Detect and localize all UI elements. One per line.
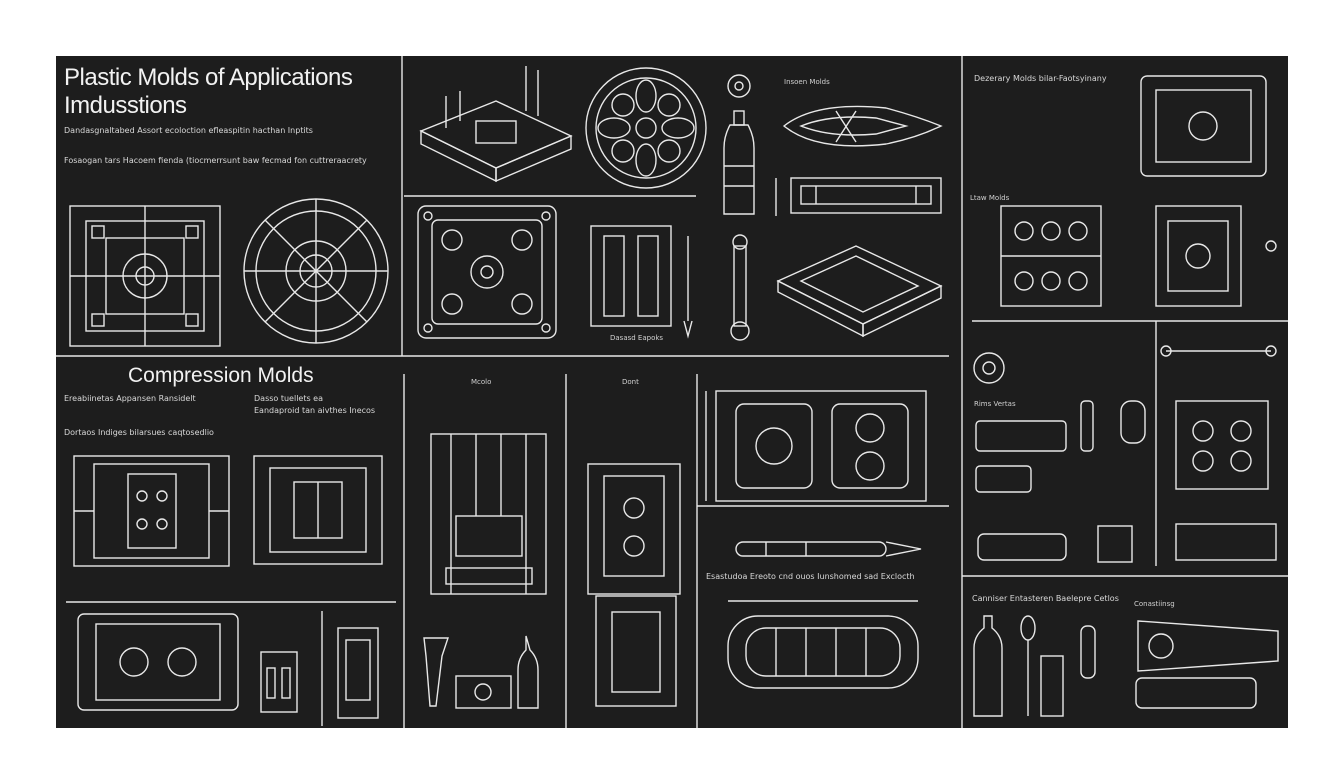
drawing-label: Dont xyxy=(622,378,639,386)
bottle-drawing xyxy=(723,74,755,215)
right-mold-top xyxy=(1140,75,1267,177)
drawing-label: Mcolo xyxy=(471,378,492,386)
note-text: Fosaogan tars Hacoem fienda (tiocmerrsun… xyxy=(64,156,367,165)
page-title: Plastic Molds of Applications Imdusstion… xyxy=(64,64,353,119)
note-text: Esastudoa Ereoto cnd ouos Iunshomed sad … xyxy=(706,572,915,581)
isometric-mold-block xyxy=(419,66,573,183)
drawing-label: Ltaw Molds xyxy=(970,194,1010,202)
note-text: Eandaproid tan aivthes Inecos xyxy=(254,406,376,415)
right-small-parts xyxy=(973,345,1277,563)
note-text: Dezerary Molds bilar-Faotsyinany xyxy=(974,74,1107,83)
drawing-label: Insoen Molds xyxy=(784,78,830,86)
capsule-mold xyxy=(727,600,919,689)
drawing-label: Conastiinsg xyxy=(1134,600,1175,608)
container-part xyxy=(260,611,379,726)
two-cavity-mold xyxy=(705,390,927,502)
compression-mold-right xyxy=(253,455,383,565)
isometric-tray xyxy=(776,245,943,338)
drawing-label: Dasasd Eapoks xyxy=(610,334,664,342)
compression-mold-left xyxy=(73,455,230,567)
elongated-part-drawing xyxy=(782,105,943,147)
shaft-part xyxy=(735,541,922,557)
tall-mold-right xyxy=(587,463,681,707)
note-text: Canniser Entasteren Baelepre Cetlos xyxy=(972,594,1119,603)
blueprint-drawings xyxy=(56,56,1288,728)
note-text: Dandasgnaltabed Assort ecoloction efleas… xyxy=(64,126,313,135)
right-mold-mid-right xyxy=(1155,205,1277,307)
consumer-products xyxy=(973,615,1279,717)
square-mold-plate xyxy=(417,205,557,339)
injection-mold-drawing xyxy=(69,205,221,347)
note-text: Dasso tuellets ea xyxy=(254,394,324,403)
compression-mold-bottom xyxy=(66,601,396,711)
blueprint-board: Plastic Molds of Applications Imdusstion… xyxy=(56,56,1288,728)
right-mold-mid-left xyxy=(1000,205,1102,307)
section-title-compression: Compression Molds xyxy=(128,364,314,387)
tall-mold-left xyxy=(430,433,547,595)
rail-part-drawing xyxy=(775,177,942,216)
round-mold-drawing xyxy=(243,198,389,344)
rosette-mold-drawing xyxy=(585,67,707,189)
tool-parts-drawing xyxy=(590,225,750,341)
note-text: Dortaos Indiges bilarsues caqtosedlio xyxy=(64,428,214,437)
note-text: Ereabiinetas Appansen Ransidelt xyxy=(64,394,196,403)
small-parts-bottom xyxy=(423,635,539,709)
drawing-label: Rims Vertas xyxy=(974,400,1016,408)
